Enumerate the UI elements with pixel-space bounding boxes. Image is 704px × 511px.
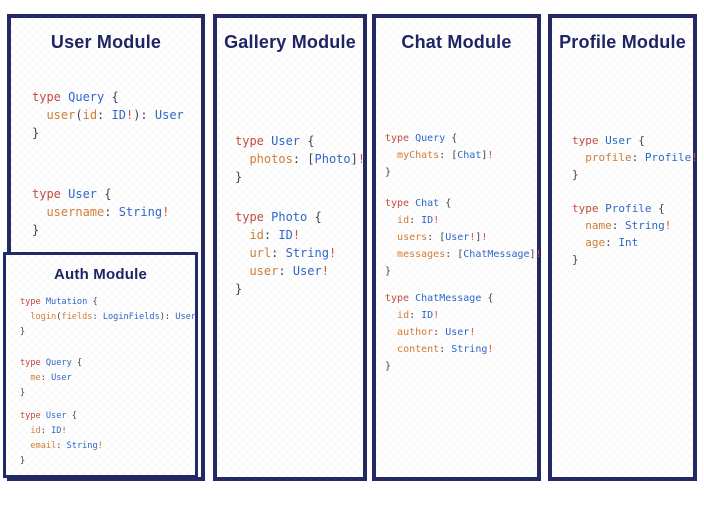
panel-profile-module: Profile Module type User { profile: Prof… [548,14,698,481]
user-query-code-block: type Query { user(id: ID!): User} [32,90,184,140]
gallery-user-code-block: type User { photos: [Photo]!} [235,134,366,184]
auth-query-code-block: type Query { me: User} [20,358,83,398]
chat-query-code-block: type Query { myChats: [Chat]!} [385,133,494,178]
chat-message-code-block: type ChatMessage { id: ID! author: User!… [385,293,494,372]
profile-user-code-block: type User { profile: Profile!} [572,134,698,181]
chat-module-title: Chat Module [401,32,512,52]
panel-chat-module: Chat Module type Query { myChats: [Chat]… [372,14,542,481]
auth-module-title: Auth Module [53,266,147,283]
panel-auth-module: Auth Module type Mutation { login(fields… [3,252,198,478]
profile-type-code-block: type Profile { name: String! age: Int} [572,202,672,266]
panel-gallery-module: Gallery Module type User { photos: [Phot… [213,14,367,481]
chat-type-code-block: type Chat { id: ID! users: [User!]! mess… [385,198,542,277]
auth-user-code-block: type User { id: ID! email: String!} [20,411,103,466]
auth-mutation-code-block: type Mutation { login(fields: LoginField… [20,297,196,337]
user-module-title: User Module [50,32,162,52]
profile-module-title: Profile Module [559,32,686,52]
panel-user-module: User Module type Query { user(id: ID!): … [7,14,205,481]
gallery-photo-code-block: type Photo { id: ID! url: String! user: … [235,210,337,296]
user-type-code-block: type User { username: String!} [32,187,170,237]
gallery-module-title: Gallery Module [224,32,356,52]
